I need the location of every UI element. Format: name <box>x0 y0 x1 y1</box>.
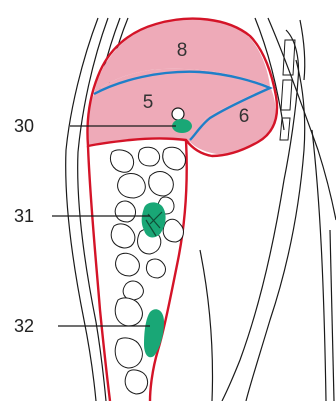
segment-label-6: 6 <box>239 106 250 127</box>
lymph-node-32 <box>144 309 164 357</box>
segment-label-8: 8 <box>177 40 188 61</box>
callout-labels: 30 31 32 <box>14 116 34 336</box>
segment-label-5: 5 <box>143 92 154 113</box>
callout-label-30: 30 <box>14 116 34 136</box>
callout-label-31: 31 <box>14 206 34 226</box>
vessel-circle <box>172 108 184 120</box>
bowel-structures <box>110 147 185 394</box>
callout-label-32: 32 <box>14 316 34 336</box>
